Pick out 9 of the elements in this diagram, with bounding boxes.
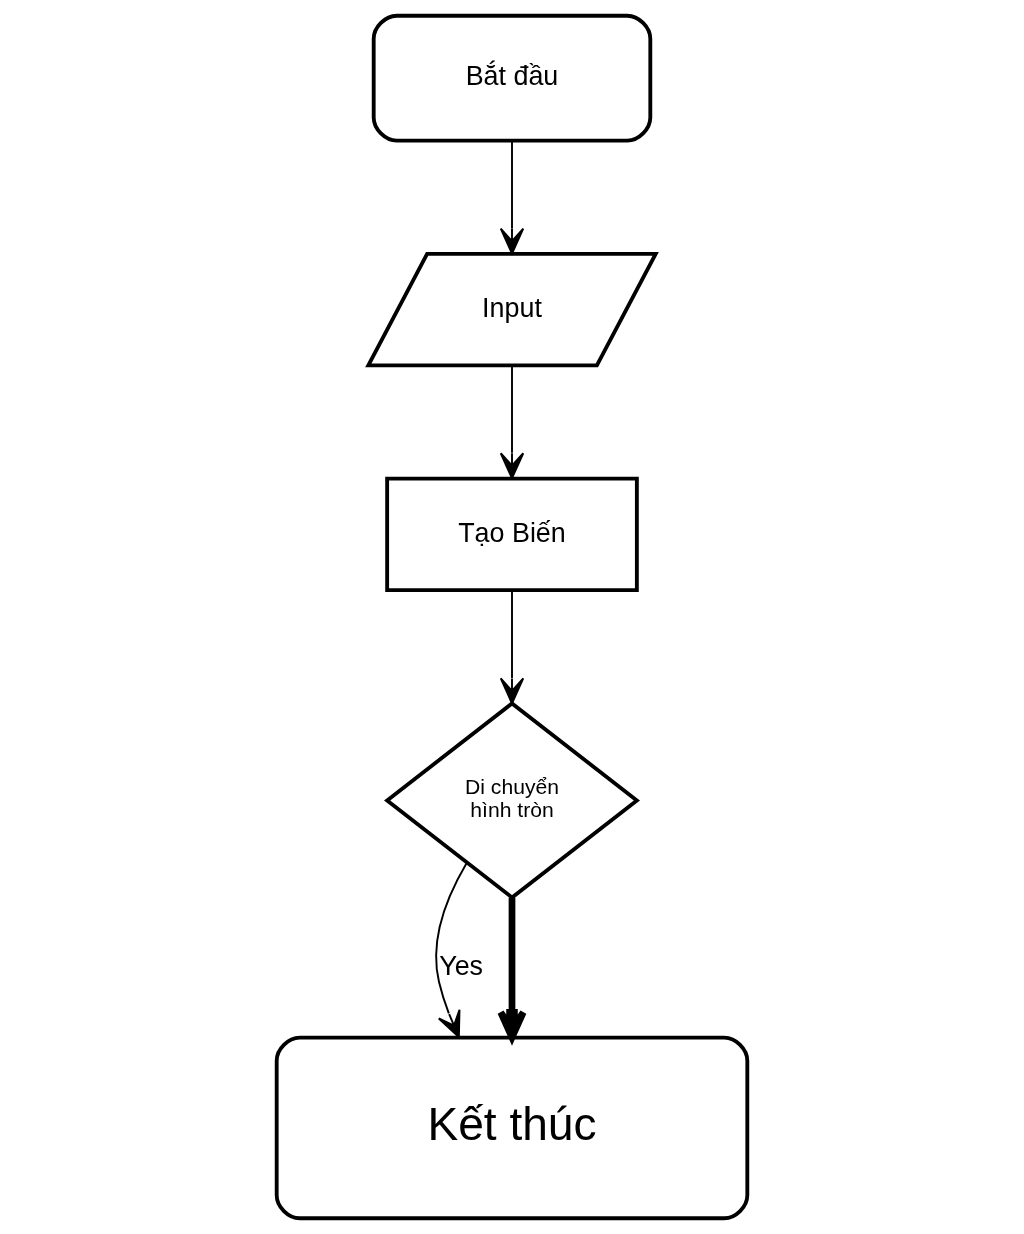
node-box: Tạo Biến xyxy=(385,476,639,593)
arrow xyxy=(435,862,468,1039)
edge-label: Yes xyxy=(439,950,484,981)
node-diamond: Di chuyển hình tròn xyxy=(384,701,640,900)
node-box: Bắt đầu xyxy=(371,13,653,143)
arrow xyxy=(499,589,525,705)
node-box: Kết thúc xyxy=(274,1035,750,1221)
arrow xyxy=(499,140,525,255)
arrow xyxy=(499,364,525,480)
